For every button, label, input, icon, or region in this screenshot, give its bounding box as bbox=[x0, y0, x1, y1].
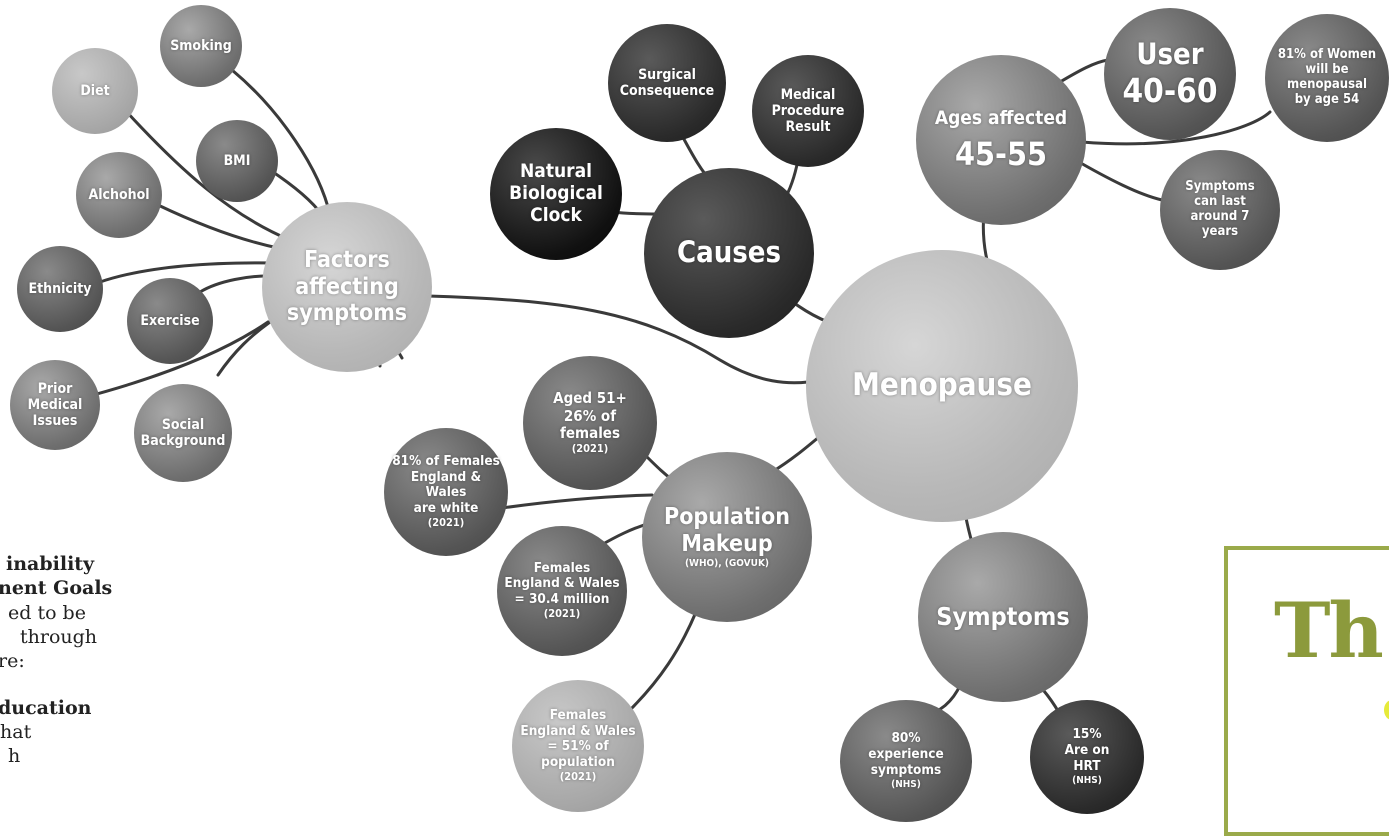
side-text-line2: nent Goals bbox=[0, 577, 113, 600]
node-diet: Diet bbox=[52, 48, 138, 134]
poster-fragment-text: Th bbox=[1274, 586, 1384, 675]
node-alchohol: Alchohol bbox=[76, 152, 162, 238]
node-female-share: Females England & Wales = 51% of populat… bbox=[512, 680, 644, 812]
node-women-by-54: 81% of Women will be menopausal by age 5… bbox=[1265, 14, 1389, 142]
link-smoking bbox=[230, 68, 332, 217]
node-hrt-label: 15% Are on HRT bbox=[1064, 726, 1110, 774]
node-menopause: Menopause bbox=[806, 250, 1078, 522]
side-text-panel: inability nent Goals ed to be through re… bbox=[0, 552, 113, 769]
node-natural-clock: Natural Biological Clock bbox=[490, 128, 622, 260]
node-experience-source: (NHS) bbox=[891, 779, 921, 791]
node-aged-51-year: (2021) bbox=[571, 442, 609, 456]
node-factors: Factors affecting symptoms bbox=[262, 202, 432, 372]
node-menopause-label: Menopause bbox=[852, 367, 1032, 404]
node-social-background-label: Social Background bbox=[140, 416, 226, 449]
link-white bbox=[500, 493, 654, 510]
node-share-label: Females England & Wales = 51% of populat… bbox=[520, 707, 636, 770]
node-symptom-duration: Symptoms can last around 7 years bbox=[1160, 150, 1280, 270]
node-natural-clock-label: Natural Biological Clock bbox=[509, 160, 603, 226]
link-women bbox=[1080, 110, 1272, 146]
node-user-age: User 40-60 bbox=[1104, 8, 1236, 140]
node-ages-affected-range: 45-55 bbox=[954, 134, 1048, 173]
node-causes: Causes bbox=[644, 168, 814, 338]
node-medical-procedure: Medical Procedure Result bbox=[752, 55, 864, 167]
side-text-line6: ducation bbox=[0, 696, 92, 719]
node-population-source: (WHO), (GOVUK) bbox=[684, 558, 770, 570]
node-bmi-label: BMI bbox=[223, 152, 251, 169]
node-smoking: Smoking bbox=[160, 5, 242, 87]
node-white-year: (2021) bbox=[427, 516, 465, 530]
side-text-line7: hat bbox=[0, 720, 32, 743]
node-smoking-label: Smoking bbox=[170, 37, 232, 54]
node-white-females: 81% of Females England & Wales are white… bbox=[384, 428, 508, 556]
node-symptoms: Symptoms bbox=[918, 532, 1088, 702]
side-text-line5: re: bbox=[0, 650, 25, 673]
node-aged-51: Aged 51+ 26% of females (2021) bbox=[523, 356, 657, 490]
node-count-label: Females England & Wales = 30.4 million bbox=[504, 559, 620, 607]
node-female-count: Females England & Wales = 30.4 million (… bbox=[497, 526, 627, 656]
node-duration-label: Symptoms can last around 7 years bbox=[1185, 179, 1255, 239]
node-surgical-label: Surgical Consequence bbox=[619, 66, 715, 99]
node-white-label: 81% of Females England & Wales are white bbox=[392, 453, 500, 516]
node-experience-label: 80% experience symptoms bbox=[868, 730, 944, 778]
node-share-year: (2021) bbox=[559, 770, 597, 784]
node-on-hrt: 15% Are on HRT (NHS) bbox=[1030, 700, 1144, 814]
link-exercise bbox=[198, 274, 270, 294]
node-ages-affected-label: Ages affected bbox=[934, 106, 1068, 129]
node-women-label: 81% of Women will be menopausal by age 5… bbox=[1277, 47, 1377, 107]
node-population-label: Population Makeup bbox=[664, 504, 790, 557]
node-exercise-label: Exercise bbox=[140, 312, 200, 329]
node-experience-symptoms: 80% experience symptoms (NHS) bbox=[840, 700, 972, 822]
side-text-line1: inability bbox=[6, 553, 95, 575]
link-factors-menopause bbox=[426, 294, 810, 385]
node-count-year: (2021) bbox=[543, 607, 581, 621]
node-factors-label: Factors affecting symptoms bbox=[286, 247, 408, 327]
node-diet-label: Diet bbox=[80, 82, 110, 99]
link-share bbox=[628, 610, 698, 712]
node-user-label: User bbox=[1136, 37, 1204, 72]
side-text-line3: ed to be bbox=[8, 601, 86, 624]
node-user-range: 40-60 bbox=[1122, 70, 1218, 110]
node-medical-procedure-label: Medical Procedure Result bbox=[771, 86, 845, 136]
node-aged-51-label: Aged 51+ 26% of females bbox=[553, 389, 627, 442]
poster-yellow-dot bbox=[1384, 700, 1389, 720]
node-causes-label: Causes bbox=[676, 235, 782, 270]
node-exercise: Exercise bbox=[127, 278, 213, 364]
node-prior-medical: Prior Medical Issues bbox=[10, 360, 100, 450]
link-ethnicity bbox=[98, 261, 280, 284]
node-population-makeup: Population Makeup (WHO), (GOVUK) bbox=[642, 452, 812, 622]
node-symptoms-label: Symptoms bbox=[936, 601, 1070, 631]
link-alchohol bbox=[156, 203, 280, 250]
node-bmi: BMI bbox=[196, 120, 278, 202]
node-hrt-source: (NHS) bbox=[1072, 775, 1102, 787]
node-surgical: Surgical Consequence bbox=[608, 24, 726, 142]
poster-fragment: Th bbox=[1224, 546, 1389, 836]
side-text-line4: through bbox=[20, 625, 98, 648]
node-prior-medical-label: Prior Medical Issues bbox=[27, 380, 83, 430]
side-text-line8: h bbox=[8, 745, 21, 768]
node-ethnicity-label: Ethnicity bbox=[28, 280, 92, 297]
link-duration bbox=[1070, 156, 1164, 202]
node-social-background: Social Background bbox=[134, 384, 232, 482]
link-prior bbox=[80, 320, 270, 400]
link-social bbox=[216, 320, 272, 377]
node-ages-affected: Ages affected 45-55 bbox=[916, 55, 1086, 225]
node-alchohol-label: Alchohol bbox=[88, 186, 150, 203]
node-ethnicity: Ethnicity bbox=[17, 246, 103, 332]
